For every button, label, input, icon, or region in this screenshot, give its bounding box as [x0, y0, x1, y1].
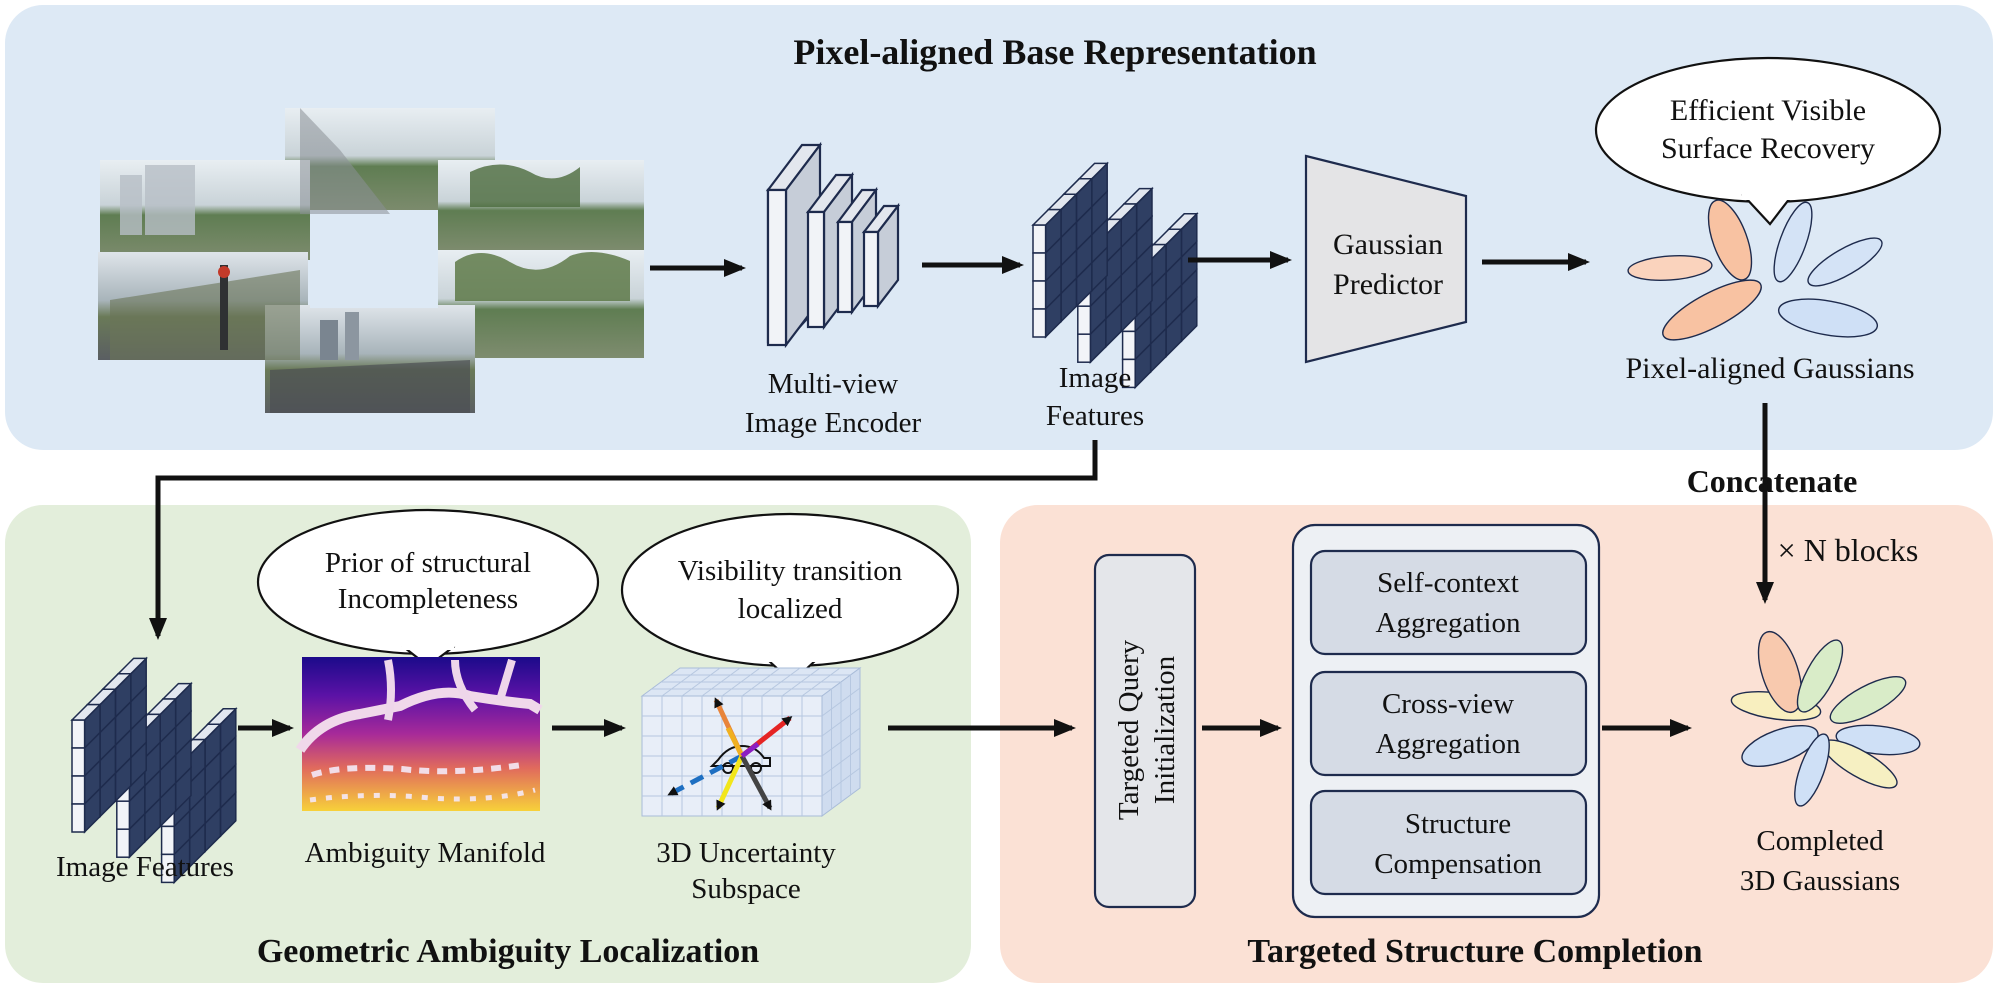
block-self-line1: Self-context	[1377, 567, 1519, 599]
gaussian-ellipse-icon-completed	[1730, 630, 1921, 807]
block-struct-line2: Compensation	[1374, 848, 1542, 880]
bottom-left-panel-title: Geometric Ambiguity Localization	[257, 933, 759, 970]
subspace-label-line1: 3D Uncertainty	[656, 837, 836, 869]
speech-bubble-manifold	[256, 508, 600, 668]
block-struct-line1: Structure	[1405, 808, 1511, 840]
pixel-gaussians-label: Pixel-aligned Gaussians	[1625, 352, 1914, 385]
manifold-label: Ambiguity Manifold	[305, 837, 546, 869]
query-init-line1: Targeted Query	[1113, 639, 1145, 820]
block-cross-view	[1309, 670, 1588, 777]
block-cross-line1: Cross-view	[1382, 688, 1514, 720]
encoder-label-line1: Multi-view	[768, 368, 899, 400]
block-structure	[1309, 789, 1588, 896]
block-cross-line2: Aggregation	[1376, 728, 1521, 760]
voxel-grid-icon	[640, 667, 862, 817]
concatenate-label: Concatenate	[1687, 463, 1858, 499]
features-top-label-line1: Image	[1059, 362, 1131, 394]
bubble-manifold-line2: Incompleteness	[338, 583, 518, 615]
block-self-context	[1309, 549, 1588, 656]
trapezoid-predictor-icon	[1304, 154, 1468, 364]
block-self-line2: Aggregation	[1376, 607, 1521, 639]
depth-map-image	[295, 657, 543, 811]
query-init-line2: Initialization	[1149, 655, 1181, 804]
encoder-label-line2: Image Encoder	[745, 407, 922, 439]
feature-cube-icon-top	[1031, 161, 1199, 390]
query-init-box	[1093, 553, 1197, 909]
bottom-right-panel-title: Targeted Structure Completion	[1247, 933, 1702, 970]
bubble-subspace-line1: Visibility transition	[678, 555, 903, 587]
camera-photo-collage	[98, 108, 644, 413]
bubble-manifold-line1: Prior of structural	[325, 547, 531, 579]
arrow-features-elbow	[149, 440, 1098, 640]
subspace-label-line2: Subspace	[691, 873, 801, 905]
predictor-label-line2: Predictor	[1333, 268, 1443, 301]
encoder-stack-icon	[765, 141, 901, 349]
bubble-top-line2: Surface Recovery	[1661, 132, 1875, 165]
bubble-top-line1: Efficient Visible	[1670, 94, 1866, 127]
feature-cube-icon-bottom	[70, 656, 238, 885]
speech-bubble-surface-recovery	[1594, 56, 1942, 226]
features-bottom-label: Image Features	[56, 851, 234, 883]
top-panel-title: Pixel-aligned Base Representation	[793, 32, 1316, 72]
completed-label-line2: 3D Gaussians	[1740, 865, 1900, 897]
predictor-label-line1: Gaussian	[1333, 228, 1443, 261]
features-top-label-line2: Features	[1046, 400, 1144, 432]
gaussian-ellipse-icon-pixel	[1627, 199, 1883, 341]
completed-label-line1: Completed	[1756, 825, 1884, 857]
n-blocks-label: × N blocks	[1778, 532, 1919, 568]
uncertainty-arrows	[667, 697, 793, 811]
bubble-subspace-line2: localized	[738, 593, 843, 625]
